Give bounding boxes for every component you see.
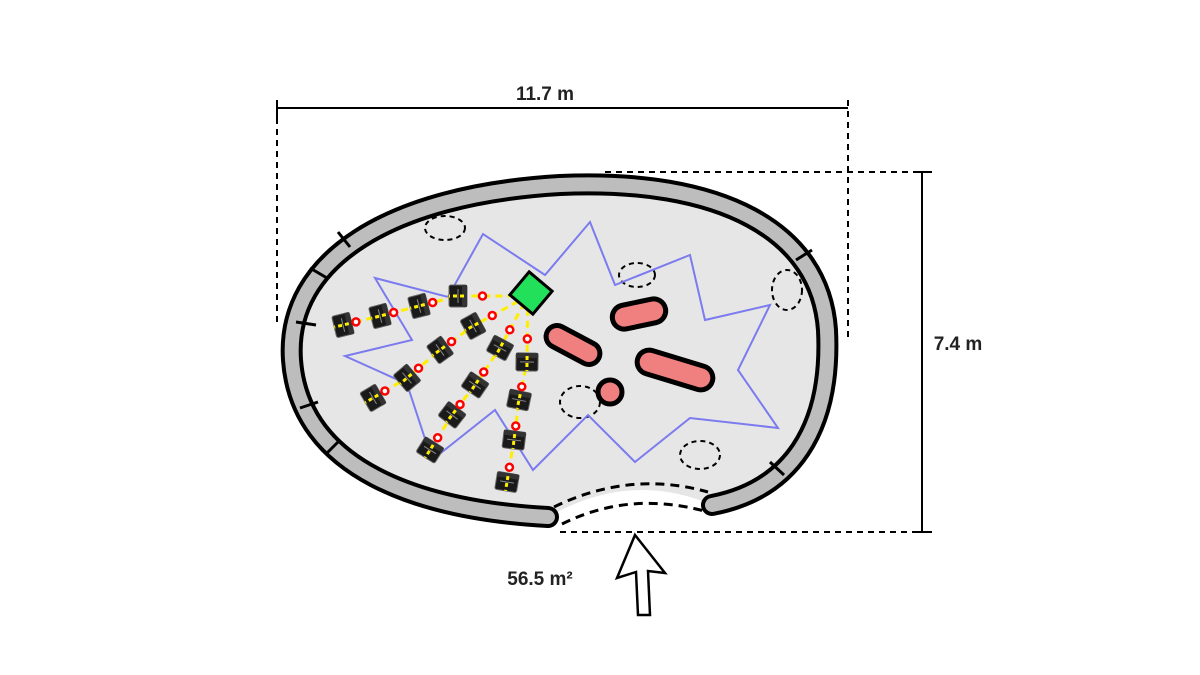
chair-icon: [416, 436, 445, 464]
node-marker: [504, 462, 515, 473]
height-label: 7.4 m: [934, 334, 983, 355]
width-label: 11.7 m: [516, 84, 574, 105]
entrance-opening: [553, 482, 709, 526]
node-marker: [388, 307, 399, 318]
node-marker: [477, 291, 488, 301]
node-marker: [427, 297, 438, 308]
area-label: 56.5 m²: [507, 569, 572, 590]
node-marker: [413, 363, 424, 373]
chair-icon: [515, 352, 539, 372]
chair-icon: [448, 284, 468, 308]
chair-icon: [368, 303, 392, 329]
stage-square: [507, 269, 555, 317]
width-dimension: [276, 100, 849, 340]
arrow-up-icon: [614, 532, 668, 617]
height-dimension: [560, 171, 932, 533]
node-marker: [505, 325, 515, 335]
node-marker: [479, 367, 489, 377]
chair-icon: [393, 363, 421, 392]
chair-icon: [494, 471, 520, 493]
room-wall: [280, 173, 839, 528]
chair-icon: [359, 383, 387, 412]
node-marker: [487, 310, 497, 321]
chair-icon: [486, 334, 514, 361]
link-line: [505, 295, 530, 483]
chair-icon: [460, 312, 487, 340]
node-marker: [522, 334, 533, 344]
node-marker: [517, 381, 527, 392]
node-marker: [446, 336, 457, 347]
chair-icon: [461, 371, 490, 399]
node-marker: [351, 317, 361, 327]
chair-icon: [438, 401, 467, 429]
obstacles: [543, 296, 716, 407]
link-line: [428, 295, 530, 451]
node-marker: [380, 386, 390, 396]
chair-icon: [501, 429, 527, 451]
chair-icon: [506, 388, 532, 412]
node-marker: [455, 399, 465, 410]
dashed-zones: [424, 215, 803, 470]
performance-boundary: [341, 220, 781, 472]
node-marker: [511, 421, 521, 431]
node-marker: [432, 433, 443, 443]
seats: [331, 284, 539, 493]
chair-icon: [426, 335, 454, 364]
chair-icon: [407, 293, 431, 319]
